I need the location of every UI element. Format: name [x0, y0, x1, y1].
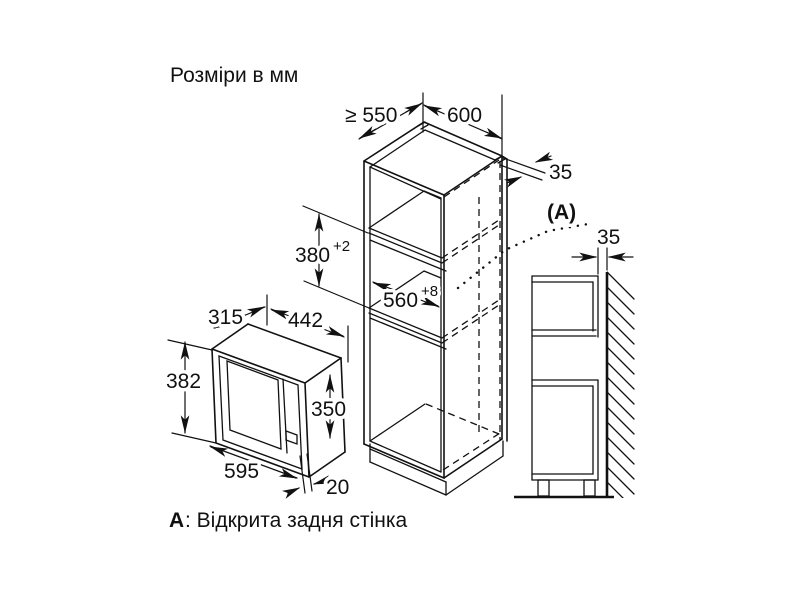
- microwave-door-window: [226, 360, 282, 450]
- detail-cabinet-profile: [531, 275, 599, 497]
- open-back-hidden-edges: [425, 159, 501, 471]
- dim-rear-gap-top: 35: [549, 161, 572, 184]
- dim-appliance-frame-height: 382: [166, 370, 201, 393]
- dim-appliance-frame-width: 595: [224, 460, 259, 483]
- dim-detail-rear-gap: 35: [597, 226, 620, 249]
- floor-edge: [369, 403, 426, 442]
- dimension-annotations: [167, 92, 634, 499]
- microwave-display: [285, 430, 298, 445]
- microwave-drawing: [211, 323, 346, 478]
- shelf-lower: [368, 270, 447, 350]
- dim-appliance-body-width: 442: [288, 309, 323, 332]
- control-panel-divider: [282, 378, 288, 454]
- wall-hatching: [607, 271, 635, 498]
- dim-appliance-depth: 315: [208, 306, 243, 329]
- dim-niche-height: 380: [295, 244, 330, 267]
- microwave-body: [211, 323, 346, 478]
- cabinet-ceiling: [369, 129, 496, 168]
- page-title: Розміри в мм: [170, 64, 298, 87]
- dim-cabinet-depth: ≥ 550: [345, 104, 397, 127]
- top-notches: [417, 121, 506, 164]
- dimension-arrows: [180, 103, 634, 499]
- dim-appliance-body-height: 350: [311, 398, 346, 421]
- detail-reference-label: (А): [547, 201, 576, 224]
- cabinet-drawing: [363, 121, 508, 496]
- dim-niche-height-tolerance: +2: [333, 238, 350, 255]
- legend-key: А: [169, 509, 184, 532]
- legend-text: : Відкрита задня стінка: [185, 509, 407, 532]
- dim-niche-width: 560: [383, 289, 418, 312]
- microwave-front-frame: [211, 348, 310, 478]
- extension-lines: [167, 92, 608, 494]
- dim-frame-overlap: 20: [326, 476, 349, 499]
- cabinet-front-opening: [369, 166, 442, 473]
- detail-leader-dotted: [456, 222, 590, 290]
- detail-a-drawing: [456, 222, 635, 499]
- shelf-upper: [368, 190, 447, 272]
- plinth: [369, 440, 504, 496]
- dim-niche-width-tolerance: +8: [421, 283, 438, 300]
- dim-cabinet-width: 600: [447, 104, 482, 127]
